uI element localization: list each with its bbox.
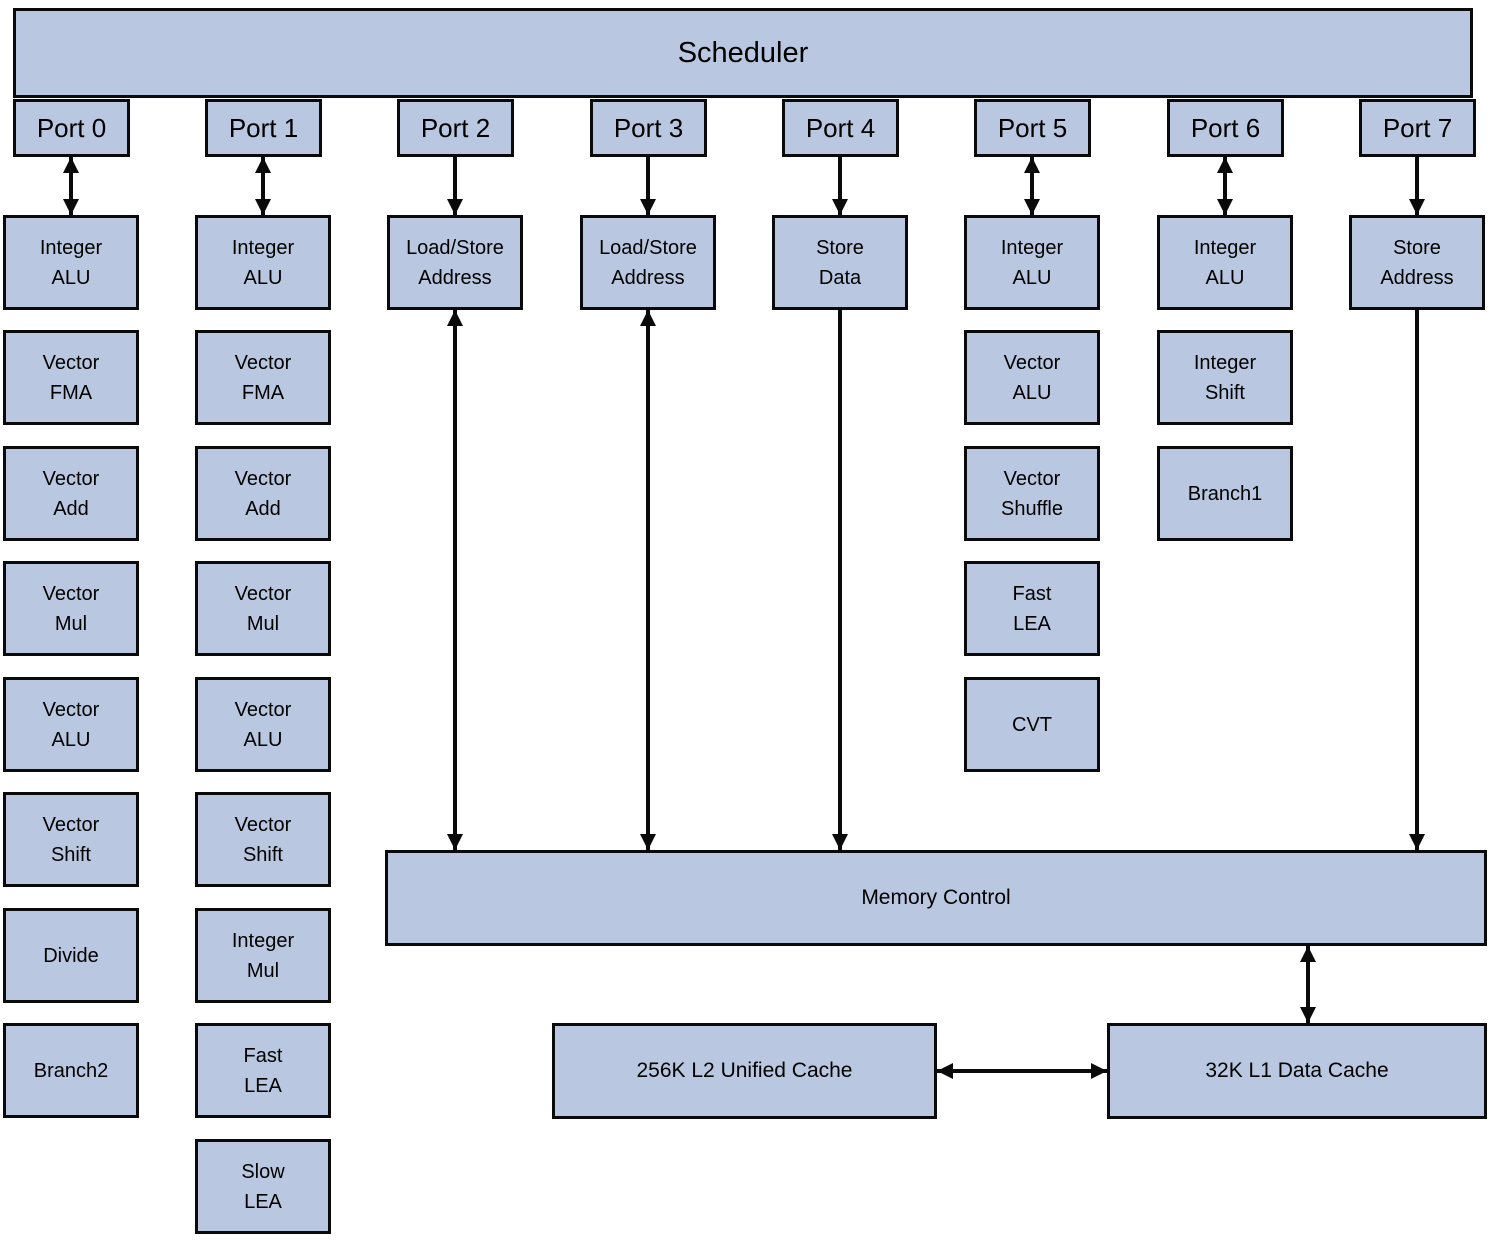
port-6-double-arrow [1217, 157, 1233, 215]
memory-control-box: Memory Control [385, 850, 1487, 946]
port-3-down-arrow [640, 157, 656, 215]
p2-memory-double-arrow [447, 310, 463, 850]
port-4-box: Port 4 [782, 99, 899, 157]
unit-p1-vector-shift: Vector Shift [195, 792, 331, 887]
unit-p0-vector-fma: Vector FMA [3, 330, 139, 425]
unit-p5-vector-shuffle: Vector Shuffle [964, 446, 1100, 541]
unit-p5-cvt: CVT [964, 677, 1100, 772]
l1-cache-box: 32K L1 Data Cache [1107, 1023, 1487, 1119]
unit-p6-integer-alu: Integer ALU [1157, 215, 1293, 310]
port-0-double-arrow [63, 157, 79, 215]
port-1-box: Port 1 [205, 99, 322, 157]
l2-cache-box: 256K L2 Unified Cache [552, 1023, 937, 1119]
unit-p4-store-data: Store Data [772, 215, 908, 310]
unit-p6-branch1: Branch1 [1157, 446, 1293, 541]
p4-memory-down-arrow [832, 310, 848, 850]
unit-p7-store-address: Store Address [1349, 215, 1485, 310]
unit-p0-vector-alu: Vector ALU [3, 677, 139, 772]
port-6-box: Port 6 [1167, 99, 1284, 157]
p3-memory-double-arrow [640, 310, 656, 850]
unit-p2-load-store-address: Load/Store Address [387, 215, 523, 310]
scheduler-box: Scheduler [13, 8, 1473, 98]
unit-p0-branch2: Branch2 [3, 1023, 139, 1118]
unit-p0-vector-mul: Vector Mul [3, 561, 139, 656]
port-5-double-arrow [1024, 157, 1040, 215]
p7-memory-down-arrow [1409, 310, 1425, 850]
unit-p1-integer-alu: Integer ALU [195, 215, 331, 310]
memory-l1-double-arrow [1300, 946, 1316, 1023]
unit-p1-vector-mul: Vector Mul [195, 561, 331, 656]
unit-p0-vector-add: Vector Add [3, 446, 139, 541]
unit-p0-vector-shift: Vector Shift [3, 792, 139, 887]
port-7-box: Port 7 [1359, 99, 1476, 157]
port-5-box: Port 5 [974, 99, 1091, 157]
port-2-down-arrow [447, 157, 463, 215]
port-4-down-arrow [832, 157, 848, 215]
unit-p1-vector-add: Vector Add [195, 446, 331, 541]
port-3-box: Port 3 [590, 99, 707, 157]
unit-p1-slow-lea: Slow LEA [195, 1139, 331, 1234]
port-1-double-arrow [255, 157, 271, 215]
port-0-box: Port 0 [13, 99, 130, 157]
unit-p5-vector-alu: Vector ALU [964, 330, 1100, 425]
unit-p6-integer-shift: Integer Shift [1157, 330, 1293, 425]
unit-p1-vector-fma: Vector FMA [195, 330, 331, 425]
unit-p5-fast-lea: Fast LEA [964, 561, 1100, 656]
unit-p1-integer-mul: Integer Mul [195, 908, 331, 1003]
unit-p0-integer-alu: Integer ALU [3, 215, 139, 310]
unit-p1-vector-alu: Vector ALU [195, 677, 331, 772]
l2-l1-double-arrow [937, 1063, 1107, 1079]
port-7-down-arrow [1409, 157, 1425, 215]
unit-p1-fast-lea: Fast LEA [195, 1023, 331, 1118]
unit-p0-divide: Divide [3, 908, 139, 1003]
unit-p3-load-store-address: Load/Store Address [580, 215, 716, 310]
unit-p5-integer-alu: Integer ALU [964, 215, 1100, 310]
port-2-box: Port 2 [397, 99, 514, 157]
